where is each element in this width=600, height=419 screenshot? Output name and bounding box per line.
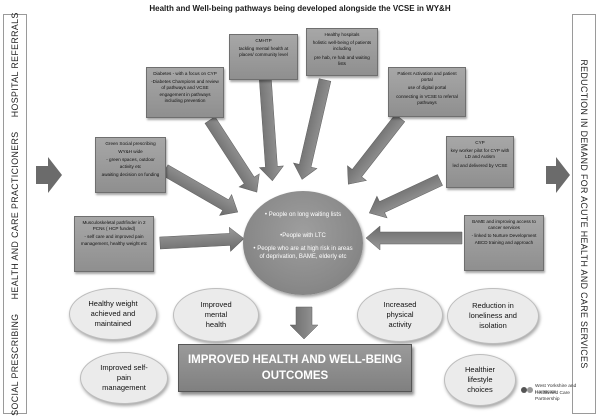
diagram-title: Health and Well-being pathways being dev… [149, 4, 451, 13]
cyp-box: CYP key worker pilot for CYP with LD and… [446, 136, 514, 188]
diabetes-box: Diabetes - with a focus on CYP -Diabetes… [146, 67, 224, 118]
logo-line-1: West Yorkshire and Harrogate [535, 384, 577, 396]
patient-activation-box: Patient Activation and patient portal us… [388, 67, 466, 117]
right-outcome-panel: REDUCTION IN DEMAND FOR ACUTE HEALTH AND… [572, 14, 596, 414]
logo-line-2: Health and Care Partnership [535, 391, 570, 403]
msk-box: Musculoskeletal pathfinder in 2 PCNs ( H… [74, 216, 154, 272]
bame-box: BAME and improving access to cancer serv… [464, 215, 544, 271]
arrow-patient-activation [347, 113, 406, 185]
arrow-msk [159, 226, 245, 252]
right-side-arrow [546, 157, 570, 193]
outcomes-banner-line-2: OUTCOMES [261, 370, 329, 383]
outcomes-banner: IMPROVED HEALTH AND WELL-BEING OUTCOMES [178, 344, 412, 392]
partnership-logo: West Yorkshire and Harrogate Health and … [520, 384, 576, 412]
arrow-bame [365, 225, 463, 251]
arrow-cmhp [258, 74, 284, 182]
arrow-green [161, 164, 239, 216]
partnership-logo-icon [521, 387, 533, 393]
left-side-arrow [36, 157, 62, 193]
healthy-hospitals-box: Healthy hospitals holistic well-being of… [306, 28, 378, 76]
arrow-hospitals [293, 78, 332, 180]
center-item-ltc: •People with LTC [280, 233, 326, 239]
left-referral-panel: SOCIAL PRESCRIBING HEALTH AND CARE PRACT… [3, 12, 27, 416]
arrow-cyp [368, 174, 443, 219]
target-population-circle: • People on long waiting lists •People w… [243, 191, 363, 295]
center-item-high-risk: • People who are at high risk in areas o… [253, 246, 353, 260]
cmhp-box: CMHTP tackling mental health at places/ … [229, 34, 298, 80]
arrow-to-outcomes [289, 306, 319, 340]
arrow-diabetes [204, 116, 260, 193]
green-prescribing-box: Green Social prescribing WY&H wide - gre… [95, 137, 166, 193]
center-item-waiting-lists: • People on long waiting lists [264, 212, 342, 218]
outcomes-banner-line-1: IMPROVED HEALTH AND WELL-BEING [187, 354, 403, 366]
